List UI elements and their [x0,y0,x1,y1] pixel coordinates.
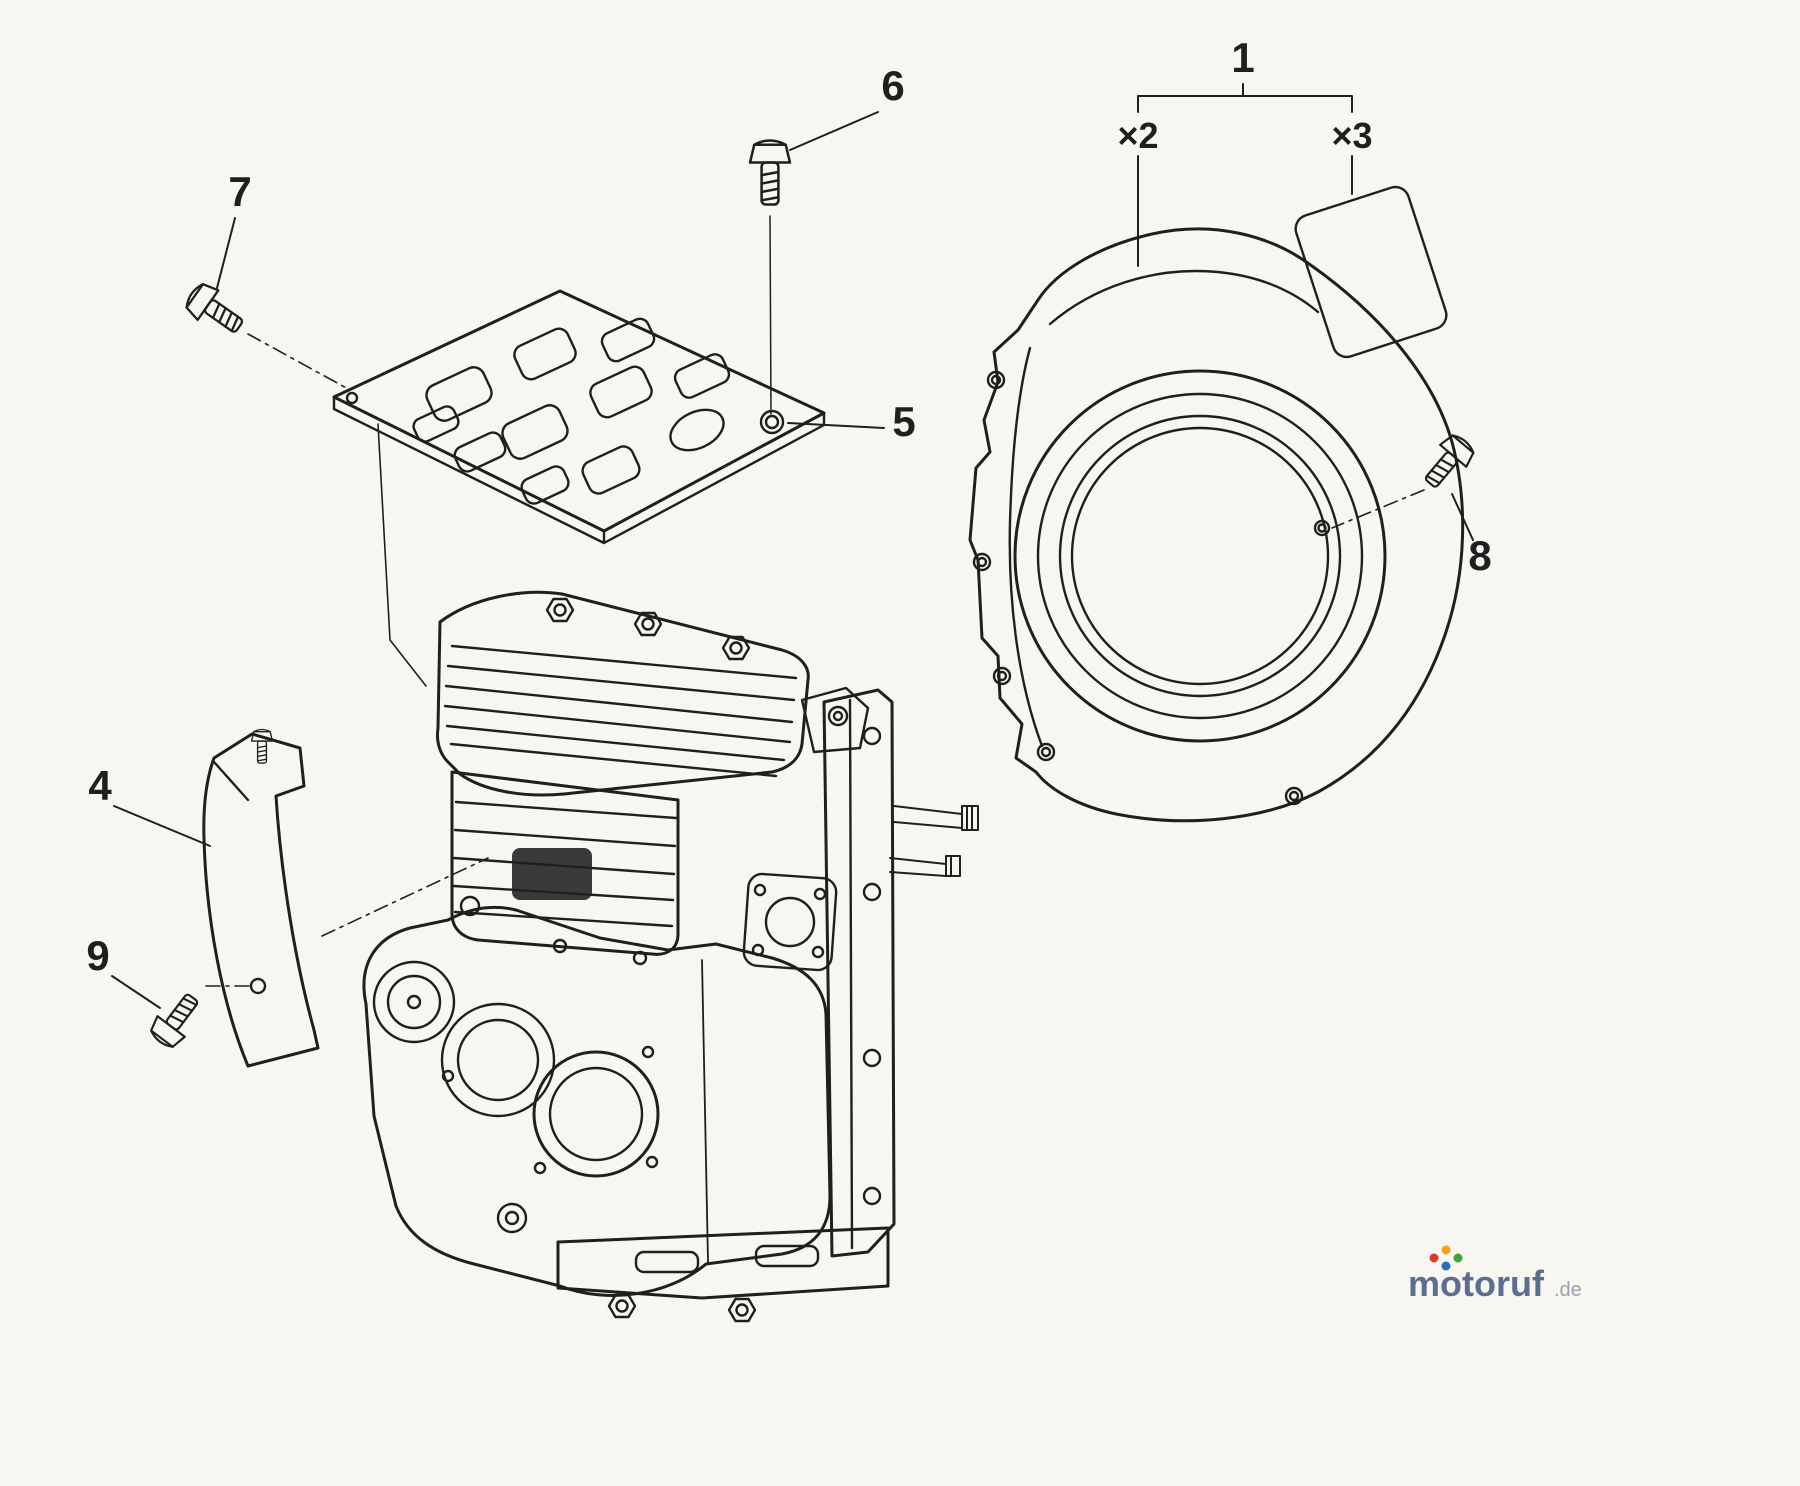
watermark-tld: .de [1554,1279,1582,1301]
callout-9-leader [111,975,161,1009]
callout-8-label: 8 [1468,532,1491,579]
cylinder-barrel [450,770,680,956]
watermark-dot-green [1453,1253,1463,1263]
bolt-6-axis [769,215,772,415]
cylinder-head [436,590,810,797]
callout-5-label: 5 [892,398,915,445]
watermark-brand: motoruf [1408,1263,1545,1304]
bolt-item-8 [1415,429,1480,496]
bolt-item-9 [145,986,208,1053]
intake-flange [742,872,838,972]
callout-1-bracket [1137,83,1353,113]
housing-bolt-holes [972,370,1331,806]
watermark-dot-red [1429,1253,1439,1263]
callout-leaders [111,83,1474,1009]
upper-bracket [800,686,870,754]
callout-8-leader [1451,493,1474,541]
mounting-foot [556,1226,890,1323]
callout-4-leader [113,805,211,847]
diagram-lines [111,83,1480,1323]
plate-cutouts [412,317,731,505]
watermark-text: motoruf .de [1408,1263,1582,1304]
mounting-flange [822,688,896,1258]
bore-circles [372,960,660,1178]
callout-7-leader [216,217,236,289]
bolt-8-axis [1331,489,1425,529]
watermark-dot-orange [1441,1245,1451,1255]
shield-mount-axis [321,857,489,937]
cylinder-baffle-shield [202,728,320,1068]
bolt-item-6 [748,139,792,206]
callout-6-label: 6 [881,62,904,109]
head-cover-plate [332,289,826,687]
watermark-dots [1429,1245,1463,1271]
engine-block [362,590,979,1323]
decal-label-plate [1294,185,1448,359]
watermark: motoruf .de [1408,1245,1582,1304]
quantity-x2-label: ×2 [1117,115,1158,156]
callout-5-leader [787,422,885,429]
callout-9-label: 9 [86,932,109,979]
watermark-dot-blue [1441,1261,1451,1271]
quantity-x3-label: ×3 [1331,115,1372,156]
callout-6-leader [789,111,879,151]
head-studs [889,805,979,877]
bolt-item-7 [180,277,251,343]
callout-labels: 1 6 7 5 8 4 9 ×2 ×3 [86,34,1491,979]
callout-7-label: 7 [228,168,251,215]
blower-housing [968,227,1465,823]
crankcase [362,905,832,1297]
shaded-region [512,848,592,900]
callout-4-label: 4 [88,762,112,809]
callout-1-label: 1 [1231,34,1254,81]
bolt-7-axis [247,333,351,391]
